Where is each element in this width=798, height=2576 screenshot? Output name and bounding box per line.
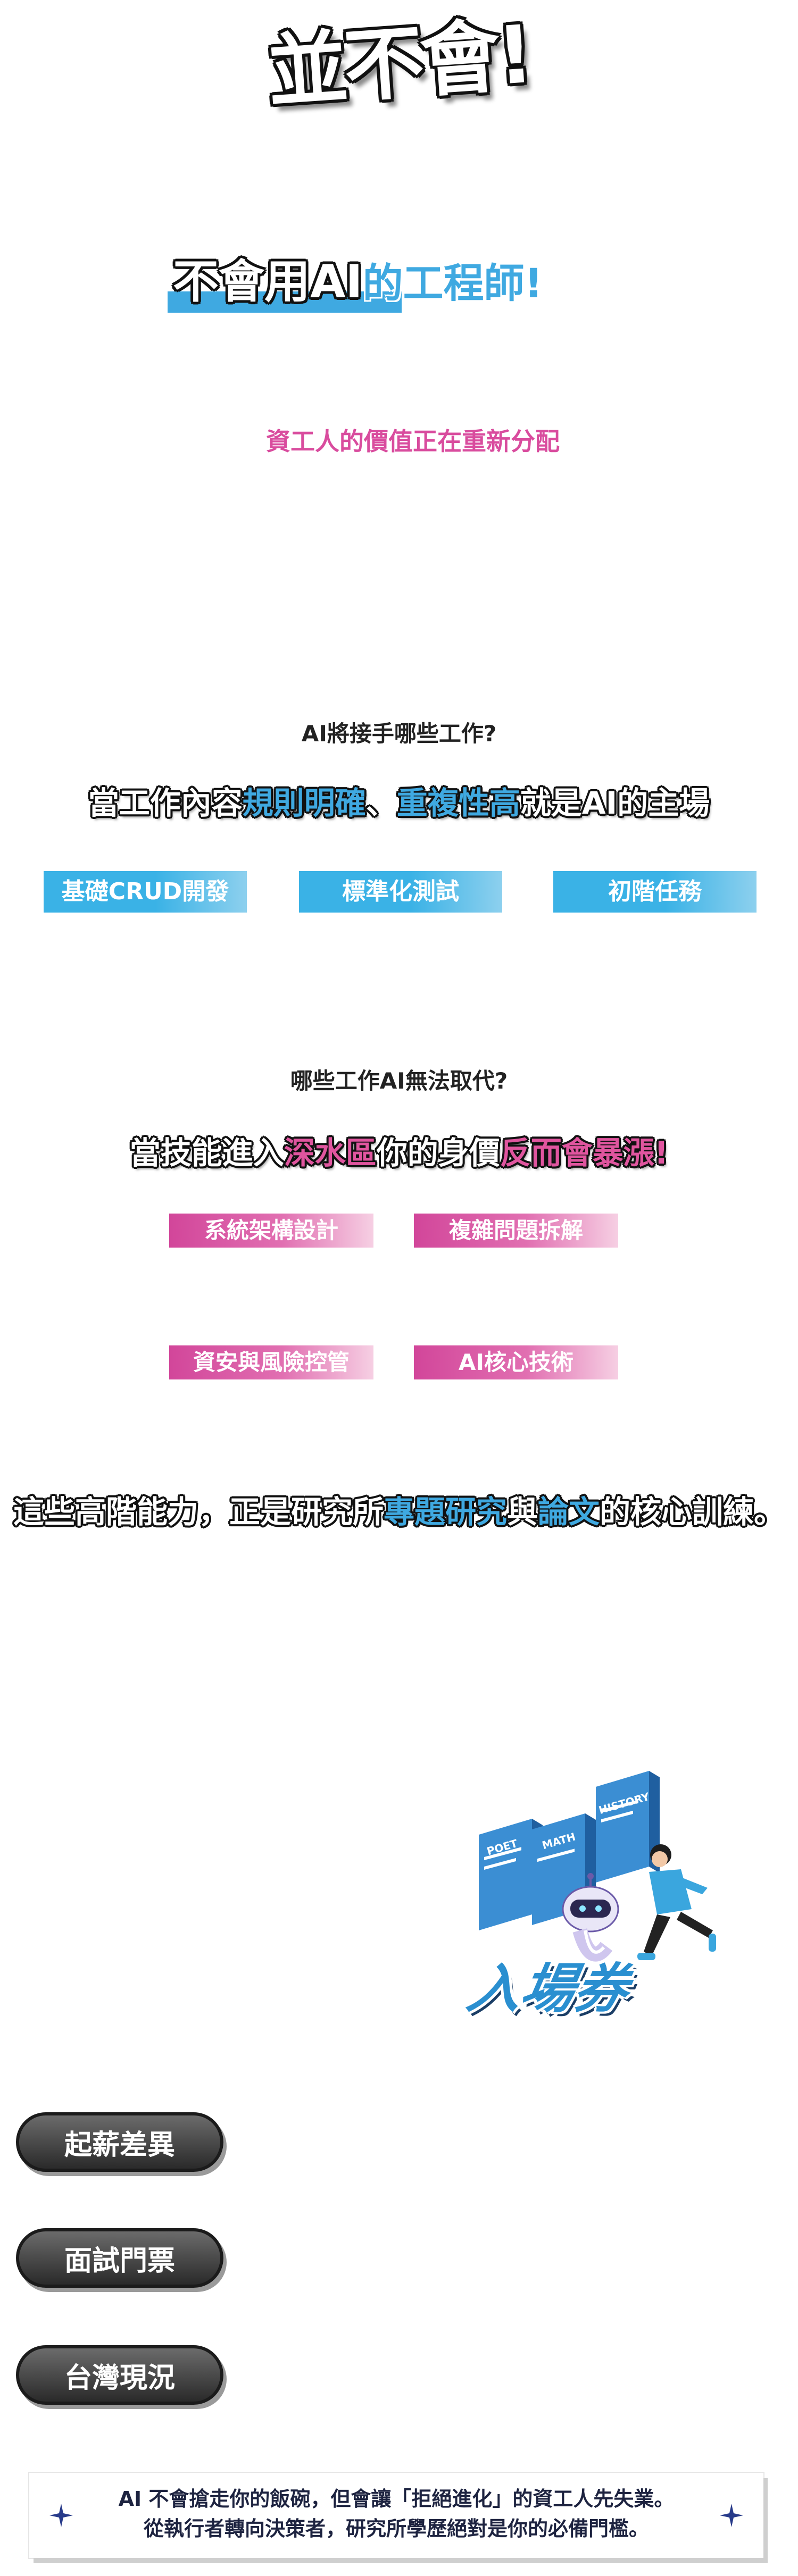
summary-hl2: 論文 [538, 1494, 600, 1530]
tag-junior-tasks: 初階任務 [553, 871, 757, 913]
replace-headline-hl2: 重複性高 [396, 785, 520, 821]
replace-headline-sep: 、 [365, 785, 397, 821]
irreplaceable-headline: 當技能進入深水區你的身價反而會暴漲! [0, 1129, 798, 1177]
robot-cards-illustration: POET MATH HISTORY [479, 1771, 716, 1962]
pill-starting-salary[interactable]: 起薪差異 [16, 2112, 223, 2172]
banner-text-part2: 的工程師! [362, 260, 543, 307]
banner-text: 不會用AI的工程師! [173, 250, 630, 314]
irreplaceable-headline-hl1: 深水區 [284, 1135, 377, 1171]
note-line-2: 從執行者轉向決策者，研究所學歷絕對是你的必備門檻。 [143, 2517, 649, 2540]
tag-security: 資安與風險控管 [169, 1345, 373, 1379]
summary-line: 這些高階能力，正是研究所專題研究與論文的核心訓練。 [0, 1488, 798, 1536]
pink-subtitle: 資工人的價值正在重新分配 [266, 427, 560, 456]
banner-white-band [402, 266, 625, 314]
card-history-icon: HISTORY [596, 1771, 660, 1883]
tag-crud: 基礎CRUD開發 [44, 871, 247, 913]
summary-hl1: 專題研究 [383, 1494, 507, 1530]
replace-headline: 當工作內容規則明確、重複性高就是AI的主場 [0, 779, 798, 827]
sparkle-left-icon [49, 2504, 73, 2527]
hero-banner: 不會用AI的工程師! [168, 250, 625, 314]
replace-headline-pre: 當工作內容 [88, 785, 243, 821]
note-line-1: AI 不會搶走你的飯碗，但會讓「拒絕進化」的資工人先失業。 [118, 2487, 675, 2511]
replace-headline-hl1: 規則明確 [242, 785, 366, 821]
replace-headline-post: 就是AI的主場 [520, 785, 710, 821]
summary-pre: 這些高階能力，正是研究所 [13, 1494, 384, 1530]
ticket-word: 入場券 [462, 1958, 634, 2020]
banner-text-part1: 不會用AI [173, 255, 363, 308]
tag-ai-core: AI核心技術 [414, 1345, 618, 1379]
summary-post: 的核心訓練。 [600, 1494, 785, 1530]
replace-question: AI將接手哪些工作? [301, 721, 497, 747]
tag-problem-decomposition: 複雜問題拆解 [414, 1214, 618, 1248]
hero-title: 並不會! [264, 8, 534, 120]
sparkle-right-icon [720, 2504, 743, 2527]
irreplaceable-headline-hl2: 反而會暴漲! [500, 1135, 669, 1171]
irreplaceable-question: 哪些工作AI無法取代? [290, 1068, 508, 1094]
summary-mid: 與 [506, 1494, 538, 1530]
irreplaceable-headline-mid: 你的身價 [376, 1135, 500, 1171]
pill-interview-ticket[interactable]: 面試門票 [16, 2228, 223, 2288]
pill-taiwan-status[interactable]: 台灣現況 [16, 2345, 223, 2405]
irreplaceable-headline-pre: 當技能進入 [129, 1135, 284, 1171]
closing-note: AI 不會搶走你的飯碗，但會讓「拒絕進化」的資工人先失業。 從執行者轉向決策者，… [29, 2473, 763, 2558]
tag-testing: 標準化測試 [299, 871, 502, 913]
tag-architecture: 系統架構設計 [169, 1214, 373, 1248]
robot-icon [562, 1873, 619, 1962]
ticket-illustration: POET MATH HISTORY [463, 1755, 755, 2031]
person-icon [637, 1844, 716, 1960]
